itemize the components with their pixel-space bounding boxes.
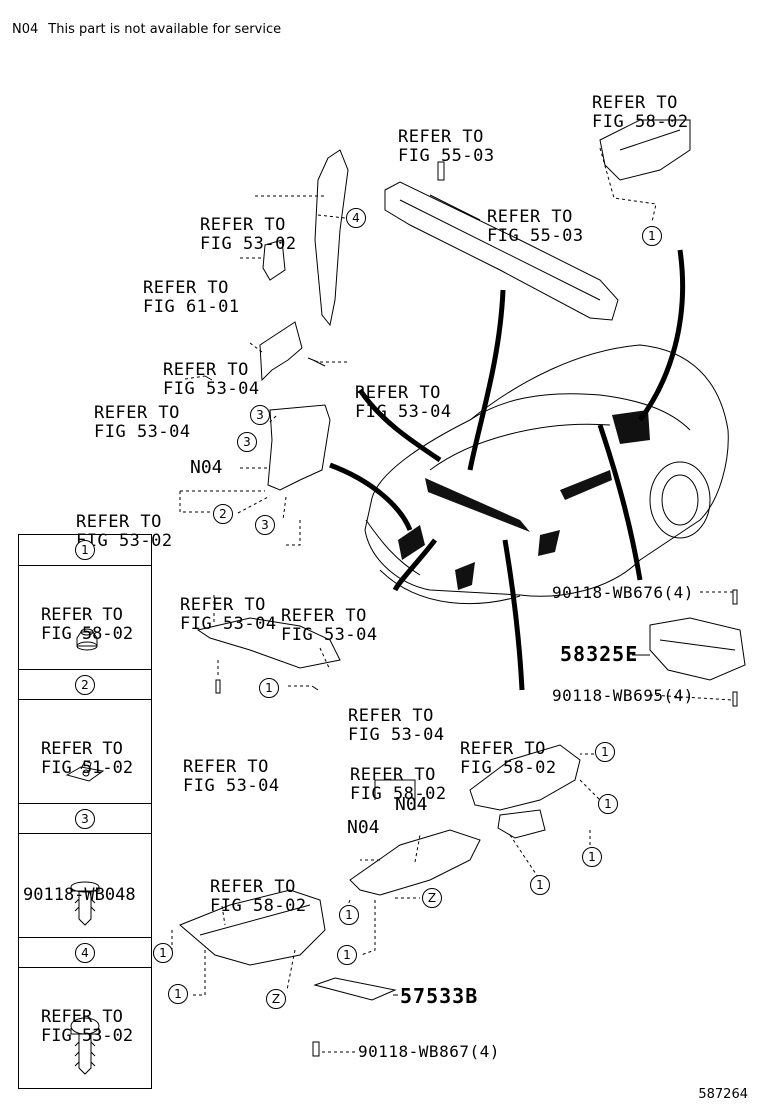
clip-icon-4: [70, 1017, 100, 1075]
legend-number-2: 2: [75, 675, 95, 695]
car-outline: [364, 344, 729, 605]
n04-label-left: N04: [347, 817, 380, 838]
circle-ref-3: 3: [237, 432, 257, 452]
cowl-panel: [384, 181, 619, 321]
circle-ref-2: 2: [213, 504, 233, 524]
engine-undercover: [649, 617, 746, 681]
lower-splash-shield: [196, 617, 341, 669]
n04-label-upper: N04: [190, 457, 223, 478]
legend-row-3-body: 90118-WB048: [19, 833, 151, 938]
n04-label-right: N04: [395, 794, 428, 815]
top-right-bracket: [599, 119, 691, 181]
legend-number-3: 3: [75, 809, 95, 829]
part-number-wb695: 90118-WB695(4): [552, 686, 694, 705]
circle-ref-1: 1: [153, 943, 173, 963]
circle-ref-z: Z: [266, 989, 286, 1009]
fender-liner-right: [469, 744, 581, 811]
cowl-side-left: [314, 149, 349, 327]
circle-ref-1: 1: [642, 226, 662, 246]
legend-row-3-header: 3: [19, 803, 151, 834]
circle-ref-1: 1: [339, 905, 359, 925]
label-leaders: [374, 654, 650, 996]
circle-ref-3: 3: [250, 405, 270, 425]
clip-icon-2: [65, 760, 105, 782]
service-note: N04 This part is not available for servic…: [12, 22, 291, 37]
note-code: N04: [12, 22, 39, 37]
part-number-wb867: 90118-WB867(4): [358, 1042, 500, 1061]
circle-ref-4: 4: [346, 208, 366, 228]
figure-id: 587264: [698, 1087, 748, 1102]
part-number-57533b: 57533B: [400, 984, 479, 1008]
circle-ref-1: 1: [337, 945, 357, 965]
legend-number-1: 1: [75, 540, 95, 560]
circle-ref-z: Z: [422, 888, 442, 908]
circle-ref-3: 3: [255, 515, 275, 535]
clip-icon-1: [76, 628, 98, 651]
legend-row-2-header: 2: [19, 669, 151, 700]
circle-ref-1: 1: [595, 742, 615, 762]
legend-row-4-header: 4: [19, 937, 151, 968]
legend-number-4: 4: [75, 943, 95, 963]
mid-left-panel: [267, 404, 331, 491]
circle-ref-1: 1: [530, 875, 550, 895]
bolt-marks: [204, 161, 738, 1057]
leader-arcs: [329, 249, 686, 691]
note-text: This part is not available for service: [48, 22, 282, 37]
circle-ref-1: 1: [598, 794, 618, 814]
part-number-58325e: 58325E: [560, 642, 639, 666]
circle-ref-1: 1: [168, 984, 188, 1004]
plate-57533b: [313, 977, 397, 1001]
dashed-leaders: [171, 147, 734, 1053]
fender-liner-mid: [349, 829, 481, 896]
clip-icon-3: [70, 881, 100, 926]
circle-ref-1: 1: [259, 678, 279, 698]
legend-row-1-header: 1: [19, 535, 151, 565]
part-number-wb676: 90118-WB676(4): [552, 583, 694, 602]
circle-ref-1: 1: [582, 847, 602, 867]
fender-liner-lower: [179, 889, 326, 966]
